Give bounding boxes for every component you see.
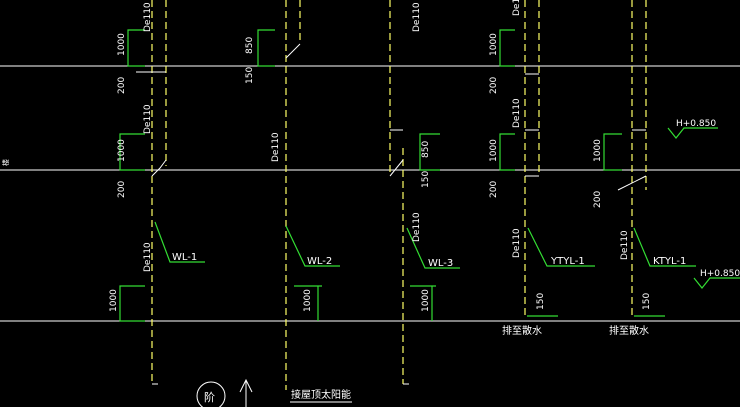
dim-bracket-3 xyxy=(257,29,275,67)
dim-label: 150 xyxy=(536,293,546,310)
dim-bracket-5 xyxy=(499,29,515,67)
pipe-size-label: De110 xyxy=(512,98,522,128)
dim-label: 200 xyxy=(489,181,499,198)
leader-wl-2 xyxy=(285,225,340,267)
drain-note-1: 排至散水 xyxy=(502,324,542,337)
tag-ktyl-1: KTYL-1 xyxy=(653,256,686,267)
dim-label: 1000 xyxy=(303,289,313,312)
fitting-4 xyxy=(389,159,404,177)
dim-label: 150 xyxy=(245,67,255,84)
level-mark-1 xyxy=(667,127,718,139)
dim-label: 150 xyxy=(642,293,652,310)
dim-label: 1000 xyxy=(117,139,127,162)
pipe-size-label: De110 xyxy=(620,230,630,260)
tag-ytyl-1: YTYL-1 xyxy=(550,256,585,267)
dim-label: 1000 xyxy=(489,139,499,162)
dim-bracket-4 xyxy=(419,133,440,171)
dim-bracket-7 xyxy=(603,133,622,171)
dim-bracket-2 xyxy=(119,133,145,171)
circle-marker-text: 阶 xyxy=(204,390,215,404)
fitting-3 xyxy=(285,43,301,59)
tag-wl-1: WL-1 xyxy=(172,252,197,263)
pipes xyxy=(151,0,647,390)
dim-label: 1000 xyxy=(489,33,499,56)
dim-label: 850 xyxy=(245,37,255,54)
dim-label: 150 xyxy=(421,171,431,188)
dim-label: 200 xyxy=(117,181,127,198)
dim-label: 850 xyxy=(421,141,431,158)
pipe-size-label: De110 xyxy=(512,228,522,258)
fittings xyxy=(136,43,647,385)
level-label-1: H+0.850 xyxy=(676,119,716,129)
pipe-size-label: De110 xyxy=(143,2,153,32)
level-mark-2 xyxy=(693,277,740,289)
leader-ytyl-1 xyxy=(527,227,595,267)
dim-bracket-1 xyxy=(127,29,145,67)
drain-note-2: 排至散水 xyxy=(609,324,649,337)
arrow-figure xyxy=(239,378,253,407)
floor-lines xyxy=(0,65,740,322)
leader-ktyl-1 xyxy=(633,227,696,267)
tag-wl-3: WL-3 xyxy=(428,258,453,269)
fitting-7 xyxy=(617,175,647,191)
fitting-2 xyxy=(151,159,167,177)
arrow-head xyxy=(239,378,253,393)
level-label-2: H+0.850 xyxy=(700,269,740,279)
dim-bracket-8 xyxy=(119,285,145,322)
dim-label: 200 xyxy=(117,77,127,94)
dimension-labels-b: 1000 1000 1000 150 150 xyxy=(109,289,652,312)
dimension-labels-a: 1000 200 850 150 1000 200 1000 200 850 1… xyxy=(117,33,603,208)
dimensions xyxy=(119,29,740,322)
left-mark: 楼 xyxy=(1,159,10,166)
pipe-size-label: De110 xyxy=(412,2,422,32)
tag-wl-2: WL-2 xyxy=(307,256,332,267)
pipe-size-labels: De110 De110 De110 De110 De110 De110 De11… xyxy=(143,0,630,272)
pipe-size-label: De110 xyxy=(412,212,422,242)
leader-wl-3 xyxy=(406,227,460,269)
dim-label: 200 xyxy=(593,191,603,208)
dim-label: 1000 xyxy=(421,289,431,312)
pipe-size-label: De110 xyxy=(271,132,281,162)
dim-label: 1000 xyxy=(109,289,119,312)
pipe-size-label: De110 xyxy=(143,242,153,272)
dim-bracket-6 xyxy=(499,133,515,171)
dim-label: 1000 xyxy=(593,139,603,162)
dim-label: 1000 xyxy=(117,33,127,56)
circle-marker xyxy=(196,381,226,407)
pipe-size-label: De110 xyxy=(512,0,522,16)
bottom-note: 接屋顶太阳能 xyxy=(291,388,351,401)
leader-wl-1 xyxy=(154,221,205,263)
dim-label: 200 xyxy=(489,77,499,94)
pipe-size-label: De110 xyxy=(143,104,153,134)
